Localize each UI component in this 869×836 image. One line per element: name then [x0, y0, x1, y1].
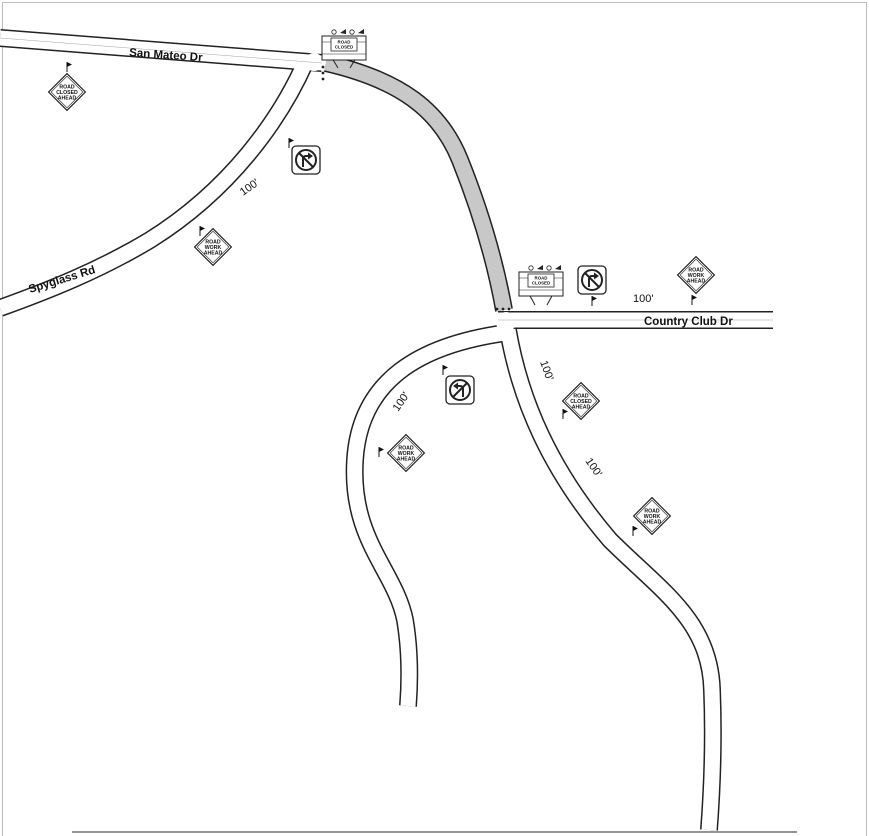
- svg-text:AHEAD: AHEAD: [643, 520, 662, 526]
- road-work-ahead-sign-south-lower: ROAD WORK AHEAD: [633, 497, 671, 535]
- road-closed-segment: [324, 55, 512, 312]
- road-spyglass-outline: [0, 57, 315, 317]
- svg-text:WORK: WORK: [688, 273, 705, 279]
- no-right-turn-icon-country-club: [577, 265, 607, 295]
- road-closed-ahead-sign-south: ROAD CLOSED AHEAD: [562, 382, 600, 420]
- road-work-ahead-sign-sw-branch: ROAD WORK AHEAD: [387, 434, 425, 472]
- svg-text:WORK: WORK: [398, 451, 415, 457]
- flag-icon: [591, 295, 598, 307]
- road-work-ahead-sign-country-club: ROAD WORK AHEAD: [677, 256, 715, 294]
- flag-icon: [691, 294, 698, 306]
- svg-text:WORK: WORK: [644, 514, 661, 520]
- road-name-san-mateo: San Mateo Dr: [129, 47, 204, 64]
- svg-text:CLOSED: CLOSED: [335, 45, 353, 50]
- svg-text:ROAD: ROAD: [59, 85, 75, 91]
- distance-south-lower: 100': [583, 456, 605, 480]
- svg-text:AHEAD: AHEAD: [572, 405, 591, 411]
- flag-icons: [66, 61, 698, 537]
- svg-text:ROAD: ROAD: [205, 240, 221, 246]
- road-work-ahead-sign-spyglass: ROAD WORK AHEAD: [194, 228, 232, 266]
- closure-markers: [321, 65, 511, 311]
- svg-text:CLOSED: CLOSED: [56, 90, 78, 96]
- svg-text:ROAD: ROAD: [644, 509, 660, 515]
- distance-country-club-east: 100': [633, 293, 653, 305]
- flag-icon: [378, 446, 385, 458]
- svg-text:AHEAD: AHEAD: [58, 96, 77, 102]
- flag-icon: [442, 364, 449, 376]
- svg-text:ROAD: ROAD: [573, 394, 589, 400]
- distance-spyglass: 100': [238, 177, 262, 199]
- no-left-turn-icon-sw-branch: [445, 375, 475, 405]
- no-right-turn-icon-spyglass: [291, 145, 321, 175]
- svg-text:ROAD: ROAD: [398, 446, 414, 452]
- svg-text:CLOSED: CLOSED: [532, 281, 550, 286]
- flag-icon: [199, 225, 206, 237]
- roads-outline: [0, 29, 773, 831]
- roads-fill: [0, 30, 773, 831]
- road-south-branch-outline: [499, 328, 722, 831]
- svg-text:ROAD: ROAD: [535, 276, 548, 281]
- svg-text:CLOSED: CLOSED: [570, 399, 592, 405]
- flag-icon: [562, 408, 569, 420]
- distance-sw-branch: 100': [391, 390, 413, 414]
- svg-text:ROAD: ROAD: [688, 268, 704, 274]
- svg-text:AHEAD: AHEAD: [687, 279, 706, 285]
- svg-text:ROAD: ROAD: [338, 40, 351, 45]
- svg-text:AHEAD: AHEAD: [397, 457, 416, 463]
- flag-icon: [66, 61, 73, 73]
- svg-text:AHEAD: AHEAD: [204, 251, 223, 257]
- flag-icon: [632, 525, 639, 537]
- distance-south-upper: 100': [537, 359, 555, 382]
- barricade-south: ROAD CLOSED: [518, 265, 564, 306]
- road-closed-ahead-sign-san-mateo: ROAD CLOSED AHEAD: [48, 73, 86, 111]
- svg-text:WORK: WORK: [205, 245, 222, 251]
- barricade-north: ROAD CLOSED: [321, 29, 367, 69]
- road-name-country-club: Country Club Dr: [644, 316, 733, 328]
